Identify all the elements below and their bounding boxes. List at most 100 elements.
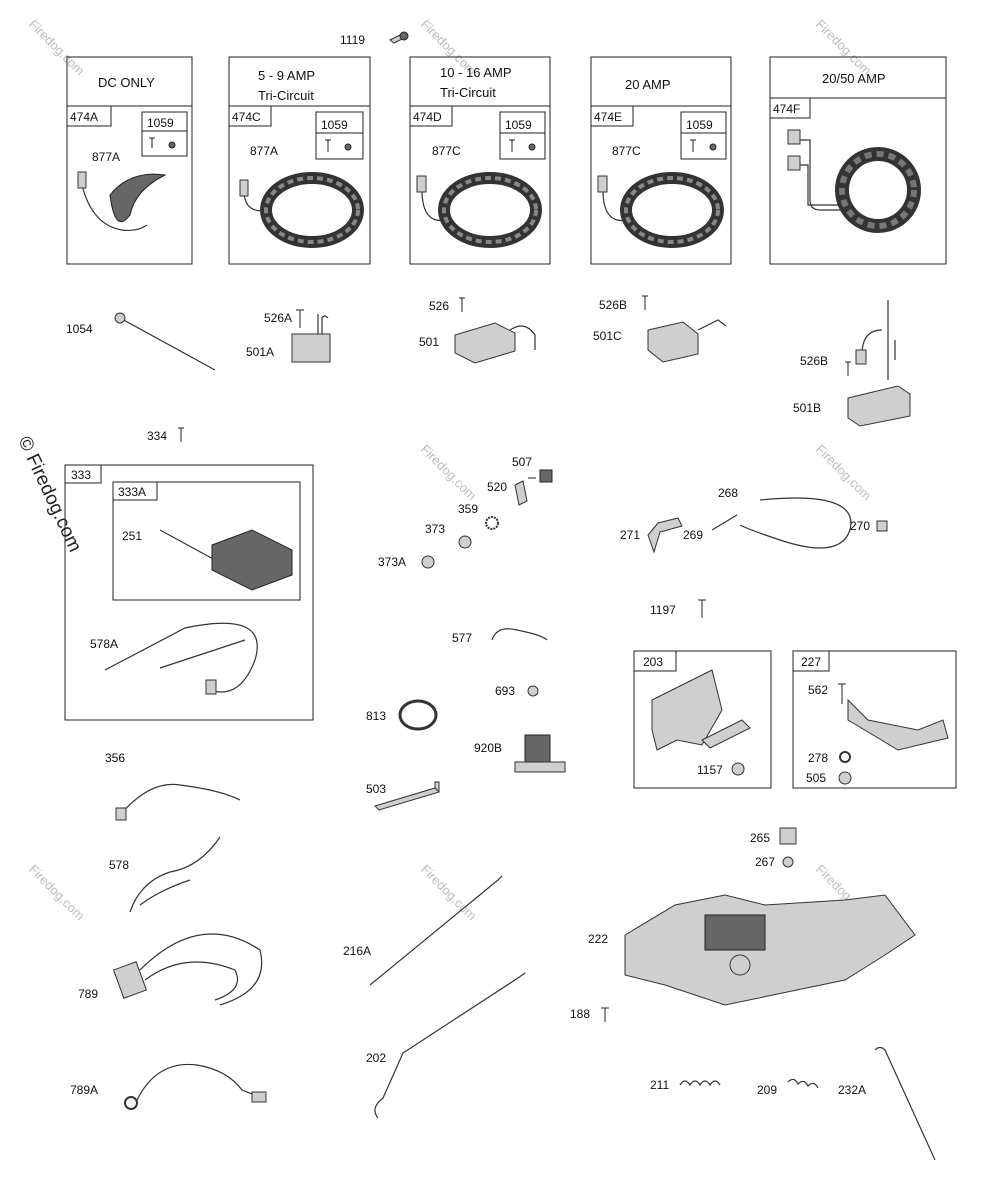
part-507-520: 507 520 [487, 455, 553, 506]
label-789A: 789A [70, 1083, 98, 1097]
label-577: 577 [452, 631, 472, 645]
nut-icon [168, 141, 176, 149]
panel-code-box [409, 105, 453, 127]
part-789A: 789A [70, 1063, 267, 1110]
pivot-icon [729, 954, 751, 976]
part-578: 578 [109, 836, 221, 913]
label-373: 373 [425, 522, 445, 536]
regulator-wires-icon [697, 319, 727, 331]
watermark-7: Firedog.com [418, 862, 480, 924]
wire-label: 877C [432, 144, 461, 158]
stator-coils-icon [839, 151, 917, 229]
nut-icon [458, 535, 472, 549]
nut-icon [527, 685, 539, 697]
part-202: 202 [366, 972, 526, 1119]
panel-subheader: Tri-Circuit [440, 85, 496, 100]
panel-header: DC ONLY [98, 75, 155, 90]
box-333: 333 333A 251 578A [64, 464, 314, 721]
control-bracket-assembly-icon [624, 894, 916, 1006]
ignition-rod-icon [159, 529, 216, 561]
regulator-icon [847, 385, 911, 427]
box-227: 227 562 278 505 [792, 650, 957, 789]
wire-harness-icon [104, 622, 258, 693]
connector-icon [416, 175, 427, 193]
panel-header: 5 - 9 AMP [258, 68, 315, 83]
box-203: 203 1157 [633, 650, 772, 789]
screw-icon [698, 599, 706, 618]
box-333-code: 333 [71, 468, 91, 482]
cable-tie-head-icon [114, 312, 126, 324]
watermark-6: Firedog.com [26, 862, 88, 924]
nut-icon [528, 143, 536, 151]
fastener-label: 1059 [147, 116, 174, 130]
connector-icon [205, 679, 217, 695]
wire-icon [81, 184, 148, 232]
connector-icon [77, 171, 87, 189]
cable-clamp-icon [647, 517, 683, 554]
panel-header: 20 AMP [625, 77, 671, 92]
ground-wire-icon [119, 783, 241, 816]
part-789: 789 [78, 933, 263, 1006]
label-356: 356 [105, 751, 125, 765]
stator-coils-icon [264, 176, 360, 244]
label-526A: 526A [264, 311, 292, 325]
bracket-icon [374, 781, 440, 811]
panel-header: 20/50 AMP [822, 71, 886, 86]
screw-icon [325, 139, 331, 152]
label-503: 503 [366, 782, 386, 796]
label-269: 269 [683, 528, 703, 542]
box-227-code: 227 [801, 655, 821, 669]
spring-icon-2 [787, 1078, 819, 1089]
nut-icon [709, 143, 717, 151]
watermark-3: Firedog.com [813, 17, 875, 79]
box-203-frame [633, 650, 772, 789]
nut-icon-2 [421, 555, 435, 569]
nut-icon [344, 143, 352, 151]
label-267: 267 [755, 855, 775, 869]
screw-icon [178, 427, 184, 442]
part-693: 693 [495, 684, 539, 698]
panel-474A: DC ONLY 474A 1059 877A [66, 56, 193, 265]
terminal-icon [528, 469, 553, 483]
label-188: 188 [570, 1007, 590, 1021]
panel-frame [228, 56, 371, 265]
label-270: 270 [850, 519, 870, 533]
regulator-icon [647, 321, 699, 363]
regulator-wires-icon [861, 300, 896, 380]
regulator-icon [454, 322, 516, 364]
part-1054: 1054 [66, 312, 216, 371]
box-203-code-box [633, 650, 677, 672]
copyright-watermark: © Firedog.com [13, 433, 85, 555]
box-227-frame [792, 650, 957, 789]
part-334: 334 [147, 427, 184, 443]
label-1157: 1157 [697, 763, 723, 777]
label-507: 507 [512, 455, 532, 469]
label-813: 813 [366, 709, 386, 723]
wire-harness-branch-icon [159, 639, 246, 669]
box-333-code-box [64, 464, 102, 484]
watermark-4: Firedog.com [418, 442, 480, 504]
panel-code-box [590, 105, 634, 127]
label-526B-top: 526B [599, 298, 627, 312]
label-1054: 1054 [66, 322, 93, 336]
label-501A: 501A [246, 345, 274, 359]
label-359: 359 [458, 502, 478, 516]
clip-icon [779, 827, 797, 845]
regulator-wires-icon [317, 314, 329, 334]
part-526B-501C: 526B 501C [593, 295, 727, 363]
part-526A-501A: 526A 501A [246, 309, 331, 363]
hose-clamp-icon [398, 699, 438, 731]
label-271: 271 [620, 528, 640, 542]
stator-wires-icon [795, 139, 845, 211]
cable-tie-icon [119, 317, 216, 371]
label-562: 562 [808, 683, 828, 697]
wire-label: 877A [250, 144, 278, 158]
wire-icon-2 [139, 879, 191, 906]
part-222: 222 [588, 894, 916, 1006]
wire-label: 877A [92, 150, 120, 164]
panel-code-box [769, 97, 811, 119]
label-578A: 578A [90, 637, 118, 651]
part-1119: 1119 [340, 31, 409, 47]
label-920B: 920B [474, 741, 502, 755]
